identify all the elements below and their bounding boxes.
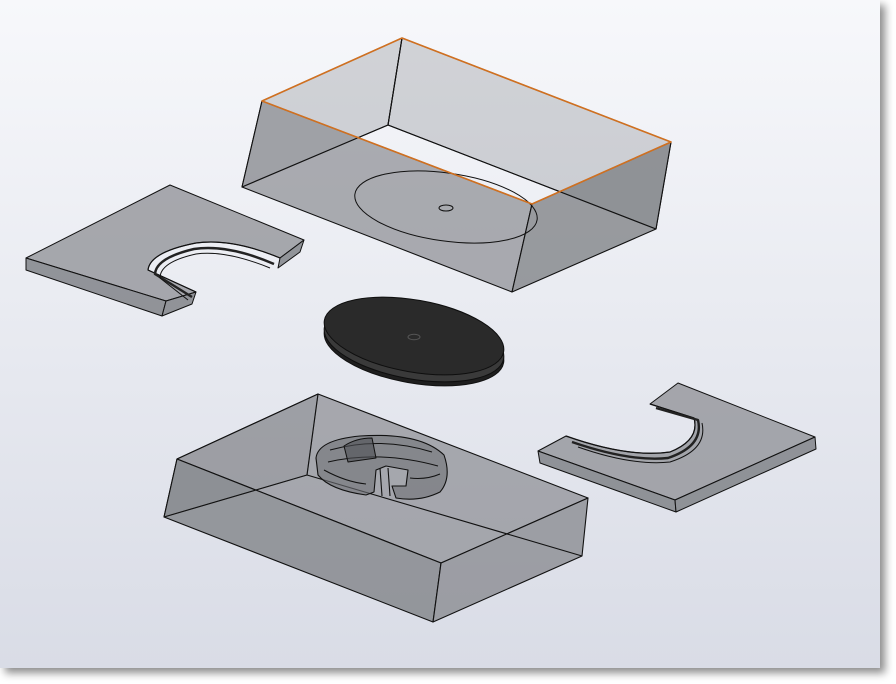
cad-window-frame [0,0,880,668]
top-block-selected-edges [261,37,672,205]
right-insert-plate[interactable] [537,382,817,513]
top-mold-block[interactable] [241,37,672,293]
center-disk[interactable] [318,285,510,399]
bottom-mold-block[interactable] [163,393,589,623]
bottom-block-cavity [315,434,448,500]
center-disk-hole [407,333,421,341]
left-insert-plate[interactable] [25,184,305,317]
cad-3d-viewport[interactable] [0,0,880,668]
top-block-center-hole [438,204,454,212]
center-disk-top-face [323,296,505,376]
